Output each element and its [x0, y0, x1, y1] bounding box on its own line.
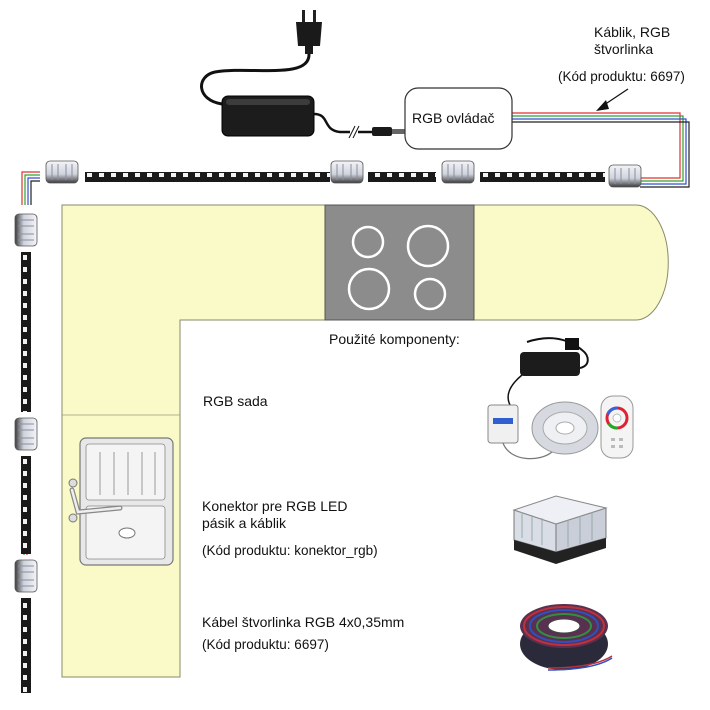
burner-4: [413, 277, 447, 311]
rgb-controller: [404, 87, 513, 150]
burner-1: [351, 225, 385, 259]
burner-3: [347, 267, 391, 311]
power-plug-icon: [296, 10, 322, 54]
cable-label-line1: Káblik, RGB: [594, 24, 671, 40]
component-cable-name: Kábel štvorlinka RGB 4x0,35mm: [202, 614, 405, 630]
connector-icon: [330, 160, 364, 184]
connector-icon: [45, 160, 79, 184]
connector-icon: [14, 417, 38, 451]
burner-2: [406, 224, 450, 268]
led-strip-top: [85, 172, 330, 182]
component-cable-code: (Kód produktu: 6697): [202, 637, 329, 652]
connector-icon: [441, 160, 475, 184]
rgb-set-photo: [452, 330, 678, 472]
led-strip-top-3: [480, 172, 605, 182]
led-strip: [21, 172, 605, 693]
controller-label: RGB ovládač: [412, 110, 495, 126]
connector-photo: [512, 495, 608, 564]
connector-icon: [608, 164, 642, 188]
component-connector-name-line2: pásik a káblik: [202, 515, 287, 531]
component-connector-name: Konektor pre RGB LED: [202, 498, 348, 514]
cable-label-line2: štvorlinka: [594, 41, 654, 57]
cooktop: [324, 204, 475, 321]
led-strip-left-2: [21, 456, 31, 554]
connector-icon: [14, 213, 38, 247]
connector-icon: [14, 559, 38, 593]
component-connector-code: (Kód produktu: konektor_rgb): [202, 543, 378, 558]
cable-pointer-arrow: [596, 88, 629, 111]
cable-label-code: (Kód produktu: 6697): [558, 69, 685, 84]
power-adapter-icon: [221, 95, 315, 137]
component-rgb-set-name: RGB sada: [203, 393, 268, 409]
cable-reel-icon: [520, 604, 613, 671]
remote-icon: [600, 395, 634, 459]
led-strip-left: [21, 252, 31, 412]
components-heading: Použité komponenty:: [329, 331, 460, 347]
led-strip-top-2: [368, 172, 436, 182]
led-strip-left-3: [21, 598, 31, 693]
sink: [68, 437, 174, 566]
power-supply: [200, 10, 406, 139]
